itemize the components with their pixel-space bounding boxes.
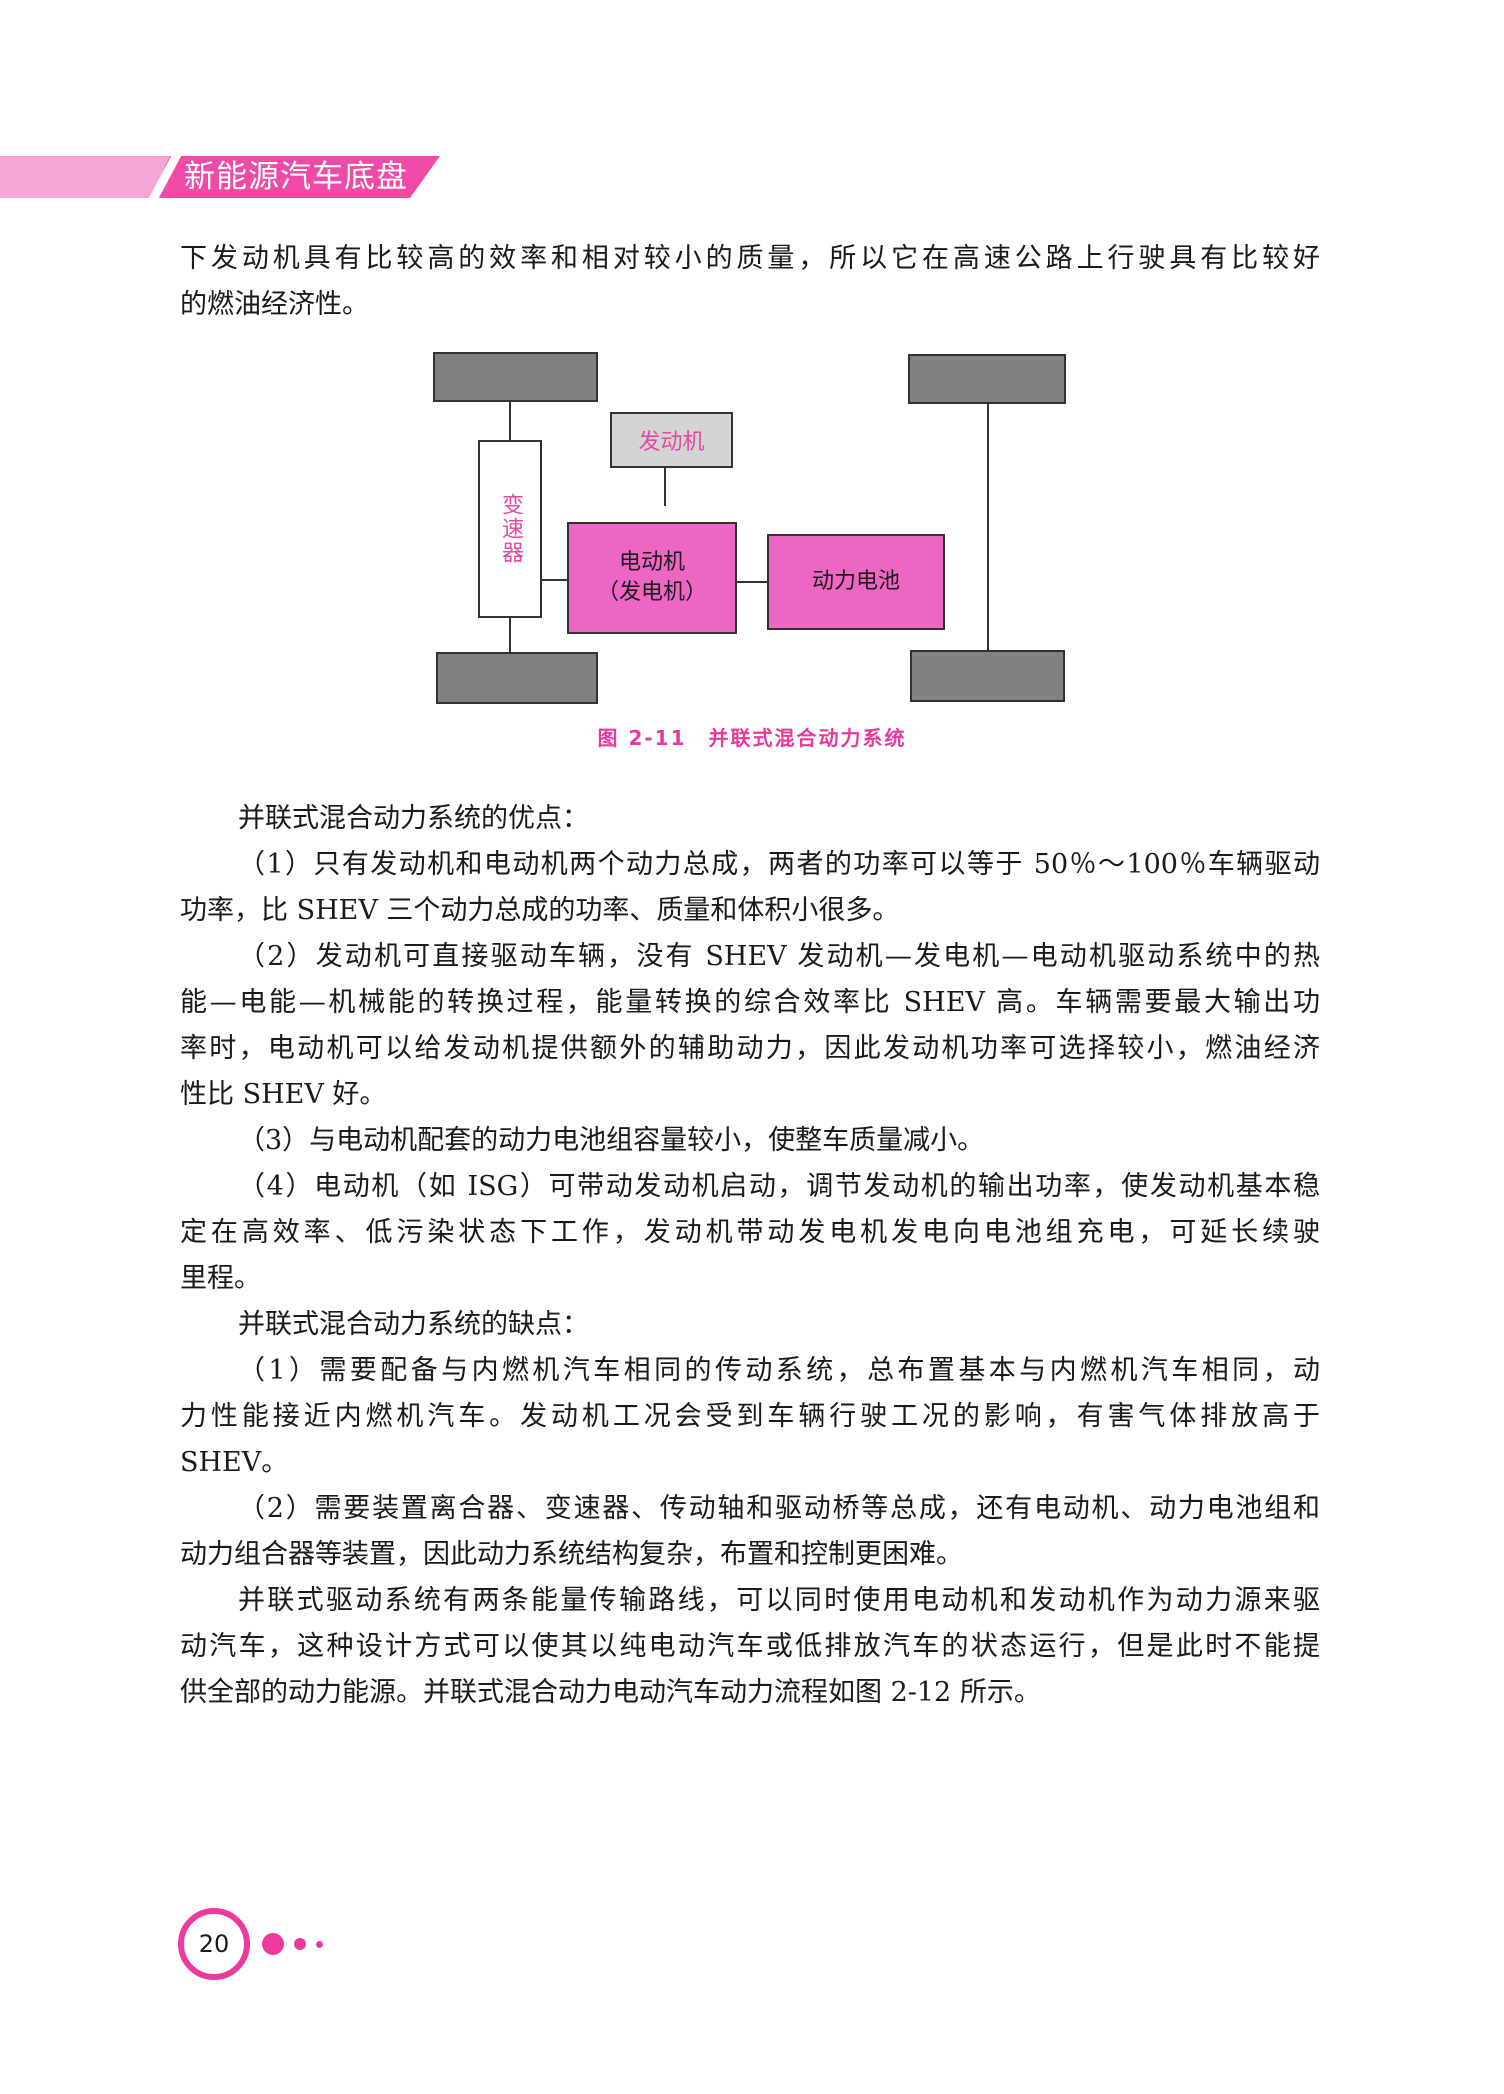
motor-label: 电动机	[618, 550, 685, 575]
front-left-wheel	[433, 352, 598, 402]
body-text: 并联式混合动力系统的优点： （1）只有发动机和电动机两个动力总成，两者的功率可以等…	[180, 796, 1320, 1716]
text-line: 下发动机具有比较高的效率和相对较小的质量，所以它在高速公路上行驶具有比较好	[180, 243, 1320, 274]
rear-right-wheel	[910, 650, 1065, 702]
text-line: 并联式驱动系统有两条能量传输路线，可以同时使用电动机和发动机作为动力源来驱	[238, 1585, 1320, 1616]
text-line: （1）需要配备与内燃机汽车相同的传动系统，总布置基本与内燃机汽车相同，动	[238, 1355, 1320, 1386]
text-line: （2）需要装置离合器、变速器、传动轴和驱动桥等总成，还有电动机、动力电池组和	[238, 1493, 1320, 1524]
text-line: 供全部的动力能源。并联式混合动力电动汽车动力流程如图 2-12 所示。	[180, 1677, 1041, 1708]
text-line: （4）电动机（如 ISG）可带动发动机启动，调节发动机的输出功率，使发动机基本稳	[238, 1171, 1320, 1202]
motor-sublabel: （发电机）	[596, 580, 707, 605]
text-line: 的燃油经济性。	[180, 289, 369, 320]
text-line: 定在高效率、低污染状态下工作，发动机带动发电机发电向电池组充电，可延长续驶	[180, 1217, 1320, 1248]
text-line: 力性能接近内燃机汽车。发动机工况会受到车辆行驶工况的影响，有害气体排放高于	[180, 1401, 1320, 1432]
transmission-label: 变速器	[498, 493, 523, 565]
engine-shaft	[664, 450, 666, 506]
front-right-wheel	[908, 354, 1066, 404]
text-line: 能—电能—机械能的转换过程，能量转换的综合效率比 SHEV 高。车辆需要最大输出…	[180, 987, 1320, 1018]
figure-caption: 图 2-11 并联式混合动力系统	[597, 726, 907, 750]
page-dot-small	[316, 1941, 323, 1948]
page-number: 20	[178, 1908, 250, 1980]
motor-battery-link	[735, 581, 777, 583]
intro-paragraph: 下发动机具有比较高的效率和相对较小的质量，所以它在高速公路上行驶具有比较好 的燃…	[180, 236, 1320, 328]
text-line: 动力组合器等装置，因此动力系统结构复杂，布置和控制更困难。	[180, 1539, 963, 1570]
text-line: （1）只有发动机和电动机两个动力总成，两者的功率可以等于 50％～100％车辆驱…	[238, 849, 1320, 880]
header-band-accent	[0, 156, 170, 198]
battery-box: 动力电池	[767, 534, 945, 630]
battery-label: 动力电池	[811, 569, 900, 594]
engine-label: 发动机	[638, 430, 705, 455]
text-line: （2）发动机可直接驱动车辆，没有 SHEV 发动机—发电机—电动机驱动系统中的热	[238, 941, 1320, 972]
motor-transmission-link	[540, 579, 593, 581]
text-line: 并联式混合动力系统的优点：	[238, 803, 589, 834]
right-axle	[987, 404, 989, 650]
page-number-text: 20	[198, 1930, 230, 1958]
motor-box: 电动机 （发电机）	[567, 522, 737, 634]
text-line: （3）与电动机配套的动力电池组容量较小，使整车质量减小。	[238, 1125, 985, 1156]
text-line: 里程。	[180, 1263, 261, 1294]
rear-left-wheel	[436, 652, 598, 704]
parallel-hybrid-diagram: 发动机 变速器 电动机 （发电机） 动力电池	[425, 346, 1075, 711]
engine-box: 发动机	[610, 412, 733, 468]
page-dot-medium	[294, 1938, 306, 1950]
text-line: 动汽车，这种设计方式可以使其以纯电动汽车或低排放汽车的状态运行，但是此时不能提	[180, 1631, 1320, 1662]
text-line: SHEV。	[180, 1447, 289, 1478]
transmission-box: 变速器	[478, 440, 542, 618]
text-line: 性比 SHEV 好。	[180, 1079, 387, 1110]
book-title: 新能源汽车底盘	[184, 159, 408, 195]
text-line: 并联式混合动力系统的缺点：	[238, 1309, 589, 1340]
text-line: 功率，比 SHEV 三个动力总成的功率、质量和体积小很多。	[180, 895, 900, 926]
text-line: 率时，电动机可以给发动机提供额外的辅助动力，因此发动机功率可选择较小，燃油经济	[180, 1033, 1320, 1064]
page-dot-large	[262, 1933, 284, 1955]
